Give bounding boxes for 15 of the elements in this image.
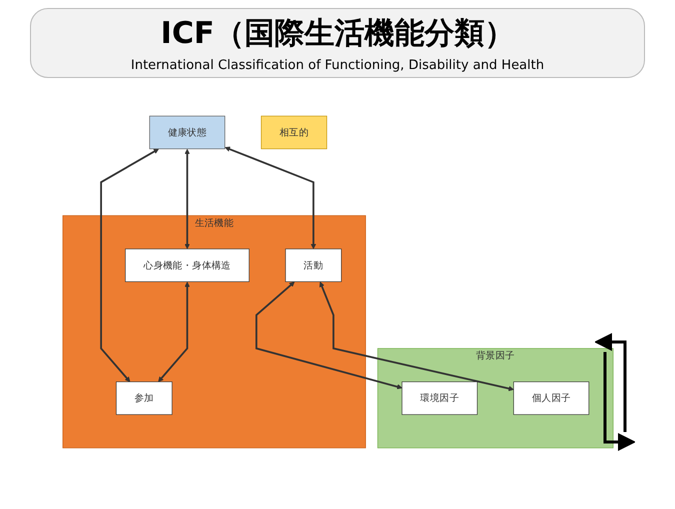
node-box: 健康状態 [148, 116, 225, 150]
node-box: 心身機能・身体構造 [124, 248, 249, 282]
arrow [184, 148, 190, 250]
arrow [100, 148, 158, 382]
arrow [318, 282, 514, 392]
node-box: 環境因子 [401, 382, 478, 415]
arrow [224, 146, 316, 250]
node-box: 個人因子 [512, 382, 589, 415]
node-box: 参加 [115, 382, 172, 415]
arrow [158, 282, 190, 382]
node-box: 相互的 [260, 116, 327, 150]
subtitle: International Classification of Functioning, Disability and Health [130, 58, 544, 73]
title: ICF（国際生活機能分類） [160, 15, 514, 53]
arrow [254, 282, 402, 390]
node-box: 活動 [284, 248, 342, 282]
